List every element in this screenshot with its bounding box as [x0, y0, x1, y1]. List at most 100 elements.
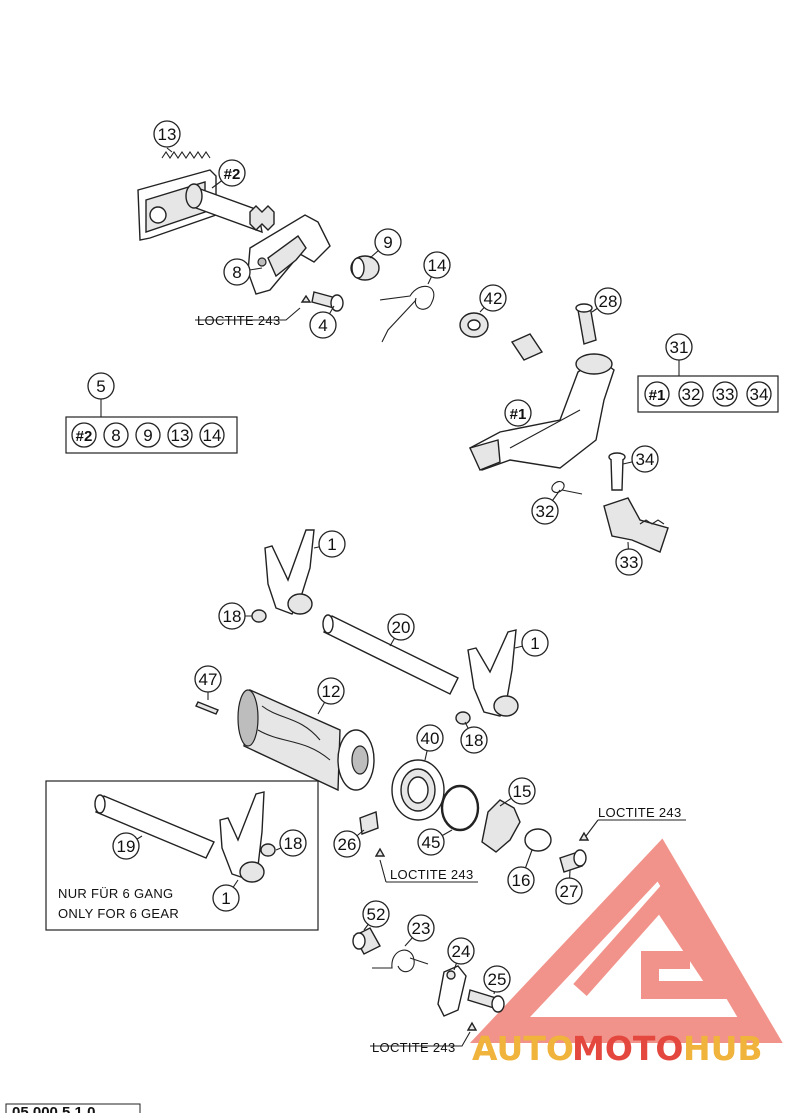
- callout-ref2: #2: [218, 159, 246, 187]
- screw-27: [559, 849, 587, 873]
- callout-circle: [218, 159, 246, 187]
- callout-c20: 20: [387, 613, 415, 641]
- shaft-19: [94, 794, 215, 859]
- callout-circle: [317, 677, 345, 705]
- callout-circle: [594, 287, 622, 315]
- callout-c47: 47: [194, 665, 222, 693]
- callout-kit5-items-1: 8: [103, 422, 129, 448]
- callout-circle: [223, 258, 251, 286]
- callout-label: 34: [750, 385, 769, 404]
- callout-ref1: #1: [504, 399, 532, 427]
- shift-fork-1b: [467, 629, 519, 717]
- callout-c19: 19: [112, 832, 140, 860]
- callout-circle: [112, 832, 140, 860]
- callout-label: 8: [111, 426, 120, 445]
- callout-label: 33: [716, 385, 735, 404]
- callout-c31: 31: [665, 333, 693, 361]
- callout-circle: [153, 120, 181, 148]
- bearing-40: [391, 759, 445, 821]
- pin-34: [608, 452, 626, 491]
- callout-c16: 16: [507, 866, 535, 894]
- callout-label: 42: [484, 289, 503, 308]
- spring-23: [372, 949, 429, 973]
- callout-c28: 28: [594, 287, 622, 315]
- callout-label: #2: [224, 166, 241, 183]
- callout-circle: [103, 422, 129, 448]
- callout-c15: 15: [508, 777, 536, 805]
- callout-circle: [631, 445, 659, 473]
- footer-code-box: [5, 1103, 141, 1113]
- callout-label: 1: [327, 535, 336, 554]
- callout-label: 5: [96, 377, 105, 396]
- shift-tip-33: [603, 497, 669, 553]
- callout-c24: 24: [447, 937, 475, 965]
- callout-label: 12: [322, 682, 341, 701]
- callout-circle: [460, 726, 488, 754]
- callout-kit5-items-2: 9: [135, 422, 161, 448]
- pin-47: [195, 701, 219, 715]
- callout-c8: 8: [223, 258, 251, 286]
- callout-label: 40: [421, 729, 440, 748]
- callout-c42: 42: [479, 284, 507, 312]
- callout-circle: [746, 381, 772, 407]
- callout-c33: 33: [615, 548, 643, 576]
- bushing-9: [350, 255, 380, 281]
- callout-label: #2: [76, 428, 93, 445]
- callout-circle: [194, 665, 222, 693]
- callout-c40: 40: [416, 724, 444, 752]
- watermark-part2: MOTO: [572, 1029, 683, 1068]
- callout-label: 16: [512, 871, 531, 890]
- callout-circle: [87, 372, 115, 400]
- callout-label: 20: [392, 618, 411, 637]
- callout-circle: [521, 629, 549, 657]
- circlip-45: [440, 784, 480, 832]
- lever-24: [437, 965, 467, 1017]
- callout-label: 1: [530, 634, 539, 653]
- inset-note-line2: ONLY FOR 6 GEAR: [58, 906, 179, 921]
- callout-circle: [387, 613, 415, 641]
- callout-circle: [309, 311, 337, 339]
- callout-circle: [374, 228, 402, 256]
- watermark-text: AUTO MOTO HUB: [472, 1029, 763, 1068]
- callout-c52: 52: [362, 900, 390, 928]
- callout-c1c: 1: [212, 884, 240, 912]
- watermark-part1: AUTO: [472, 1029, 574, 1068]
- bush-52: [352, 927, 381, 955]
- callout-c34: 34: [631, 445, 659, 473]
- roller-18a: [251, 609, 267, 623]
- callout-circle: [483, 965, 511, 993]
- loctite-label-d: LOCTITE 243: [372, 1040, 456, 1055]
- callout-label: 27: [560, 882, 579, 901]
- callout-label: 24: [452, 942, 471, 961]
- callout-circle: [447, 937, 475, 965]
- callout-c18a: 18: [218, 602, 246, 630]
- spring-32: [551, 481, 583, 495]
- callout-label: 33: [620, 553, 639, 572]
- callout-label: 18: [223, 607, 242, 626]
- loctite-label-c: LOCTITE 243: [598, 805, 682, 820]
- callout-label: 9: [383, 233, 392, 252]
- callout-label: 18: [465, 731, 484, 750]
- callout-label: 8: [232, 263, 241, 282]
- callout-label: 19: [117, 837, 136, 856]
- loctite-label-a: LOCTITE 243: [197, 313, 281, 328]
- callout-circle: [318, 530, 346, 558]
- spring-13: [161, 151, 211, 159]
- callout-circle: [333, 830, 361, 858]
- callout-circle: [507, 866, 535, 894]
- callout-circle: [479, 284, 507, 312]
- callout-circle: [212, 884, 240, 912]
- callout-circle: [362, 900, 390, 928]
- callout-label: 9: [143, 426, 152, 445]
- roller-18c: [260, 843, 276, 857]
- callout-label: #1: [510, 406, 527, 423]
- callout-c45: 45: [417, 828, 445, 856]
- washer-42: [459, 312, 489, 338]
- callout-label: 18: [284, 834, 303, 853]
- callout-label: 14: [203, 426, 222, 445]
- callout-label: 47: [199, 670, 218, 689]
- footer-code: 05 000 5 1 0: [12, 1104, 95, 1113]
- watermark-logo: [469, 838, 783, 1043]
